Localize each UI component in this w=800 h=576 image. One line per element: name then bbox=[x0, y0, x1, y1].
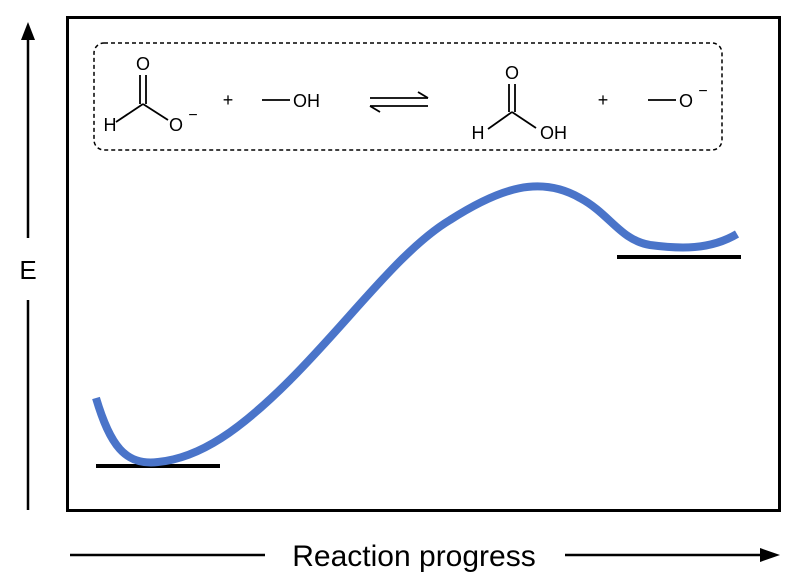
y-axis-arrow bbox=[21, 22, 35, 510]
formate-o-right: O bbox=[169, 115, 183, 135]
formic-oh: OH bbox=[540, 123, 567, 143]
formate-structure: O H O − bbox=[104, 54, 198, 135]
formic-acid-structure: O H OH bbox=[472, 63, 568, 143]
formate-h: H bbox=[104, 115, 117, 135]
formate-charge: − bbox=[188, 107, 197, 124]
methanol-oh: OH bbox=[293, 91, 320, 111]
methoxide-o: O bbox=[679, 91, 693, 111]
methoxide-charge: − bbox=[698, 83, 707, 100]
formate-o-top: O bbox=[136, 54, 150, 74]
formic-h: H bbox=[472, 123, 485, 143]
x-axis-label: Reaction progress bbox=[292, 540, 535, 573]
equilibrium-arrow-icon bbox=[369, 91, 429, 113]
energy-curve bbox=[92, 182, 740, 467]
plot-frame bbox=[66, 16, 781, 512]
y-axis-label: E bbox=[19, 255, 36, 285]
equation-box bbox=[93, 42, 723, 151]
plus-sign-2: + bbox=[598, 90, 609, 110]
x-axis-arrow bbox=[70, 548, 780, 562]
plus-sign-1: + bbox=[223, 90, 234, 110]
methoxide-structure: O − bbox=[648, 83, 708, 111]
methanol-structure: OH bbox=[262, 91, 320, 111]
formic-o-top: O bbox=[505, 63, 519, 83]
